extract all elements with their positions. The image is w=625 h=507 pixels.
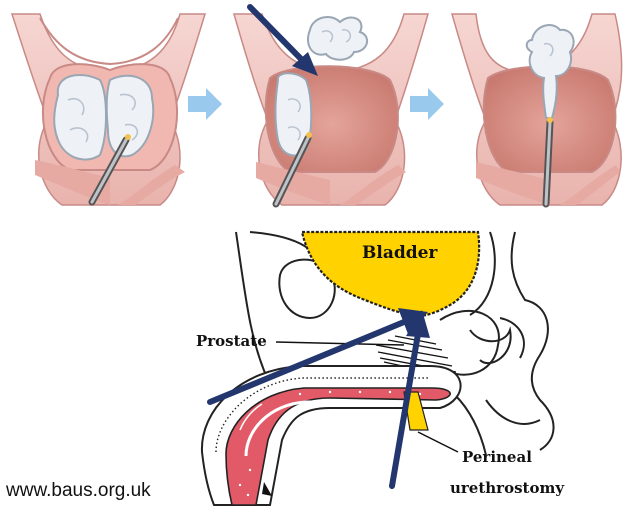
prostate-label: Prostate <box>196 332 267 350</box>
step-arrow-1 <box>188 88 222 120</box>
anatomy-diagram: Bladder Prostate Perineal urethrostomy <box>196 232 565 505</box>
panel-3-emptied-bladder <box>452 14 622 205</box>
perineal-label-line2: urethrostomy <box>450 479 565 497</box>
step-arrow-2 <box>410 88 444 120</box>
bladder-label: Bladder <box>362 243 438 263</box>
panel-2-tissue-removal <box>234 14 428 205</box>
perineal-label-line1: Perineal <box>462 448 532 466</box>
source-credit: www.baus.org.uk <box>6 480 151 502</box>
panel-1-enlarged-prostate <box>12 14 205 205</box>
